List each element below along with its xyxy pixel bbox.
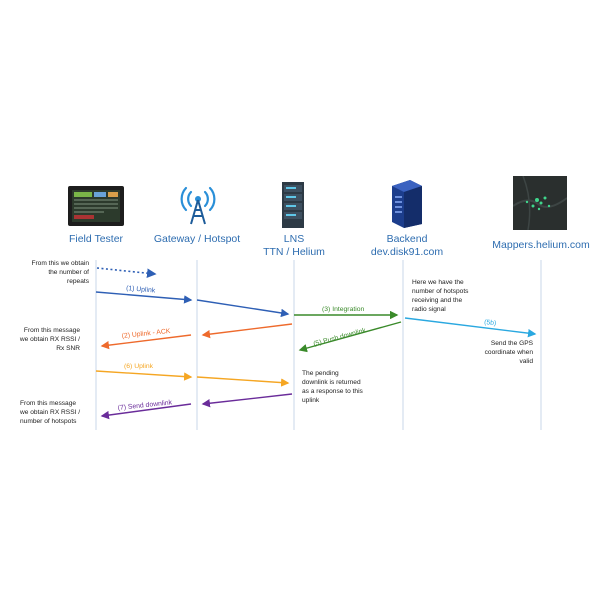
- note-line: From this message: [20, 400, 77, 407]
- mapper-5b-label: (5b): [484, 319, 497, 327]
- uplink-6-arrow-b: [196, 376, 290, 387]
- actor-label-field-tester: Field Tester: [68, 233, 124, 245]
- note-line: as a response to this: [302, 388, 363, 395]
- note-pending-downlink: The pending downlink is returned as a re…: [302, 369, 363, 405]
- uplink-1-label: (1) Uplink: [126, 285, 156, 295]
- uplink-ack-2-arrow-b: [100, 334, 192, 350]
- field-tester-device-icon: [68, 186, 124, 226]
- note-backend-hotspots: Here we have the number of hotspots rece…: [412, 278, 468, 314]
- send-downlink-7-arrow-b: [100, 403, 192, 420]
- note-rssi-snr: From this message we obtain RX RSSI / Rx…: [20, 326, 80, 353]
- mapper-5b-arrow: [404, 317, 537, 338]
- note-line: repeats: [67, 278, 89, 285]
- note-line: From this message: [23, 327, 80, 334]
- integration-3-label: (3) Integration: [322, 306, 365, 313]
- actor-label-lns: LNS: [283, 233, 305, 245]
- note-line: downlink is returned: [302, 379, 361, 386]
- push-downlink-5-label: (5) Push downlink: [313, 327, 368, 348]
- note-rssi-hotspots: From this message we obtain RX RSSI / nu…: [20, 399, 80, 426]
- uplink-6-label: (6) Uplink: [124, 363, 154, 370]
- actor-sublabel-lns: TTN / Helium: [263, 246, 325, 258]
- note-repeats: From this we obtain the number of repeat…: [31, 259, 89, 286]
- uplink-1-arrow-b: [196, 299, 290, 318]
- note-line: we obtain RX RSSI /: [19, 336, 80, 343]
- note-line: The pending: [302, 370, 339, 377]
- push-downlink-5-arrow: [298, 321, 402, 353]
- actor-label-mappers: Mappers.helium.com: [492, 239, 590, 251]
- note-line: valid: [519, 358, 533, 365]
- send-downlink-7-arrow-a: [201, 393, 293, 408]
- note-line: From this we obtain: [31, 260, 89, 267]
- server-rack-icon: [282, 182, 304, 228]
- uplink-1-arrow-a: [95, 291, 193, 304]
- repeats-dotted-arrow: [96, 267, 157, 278]
- map-icon: [513, 176, 567, 230]
- note-line: we obtain RX RSSI /: [20, 409, 81, 416]
- note-gps: Send the GPS coordinate when valid: [485, 339, 533, 366]
- note-line: coordinate when: [484, 349, 533, 356]
- note-line: uplink: [302, 397, 320, 404]
- note-line: Here we have the: [412, 279, 464, 286]
- uplink-6-arrow-a: [95, 370, 193, 381]
- actor-sublabel-backend: dev.disk91.com: [370, 246, 444, 258]
- note-line: number of hotspots: [20, 418, 77, 425]
- note-line: number of hotspots: [412, 288, 469, 295]
- actor-label-backend: Backend: [386, 233, 428, 245]
- uplink-ack-2-arrow-a: [201, 323, 293, 339]
- note-line: Send the GPS: [490, 340, 533, 347]
- note-line: receiving and the: [412, 297, 463, 304]
- server-tower-icon: [392, 180, 422, 228]
- actor-label-gateway: Gateway / Hotspot: [153, 233, 241, 245]
- note-line: the number of: [48, 269, 89, 276]
- antenna-tower-icon: [180, 186, 216, 225]
- note-line: Rx SNR: [56, 345, 80, 352]
- note-line: radio signal: [412, 306, 446, 313]
